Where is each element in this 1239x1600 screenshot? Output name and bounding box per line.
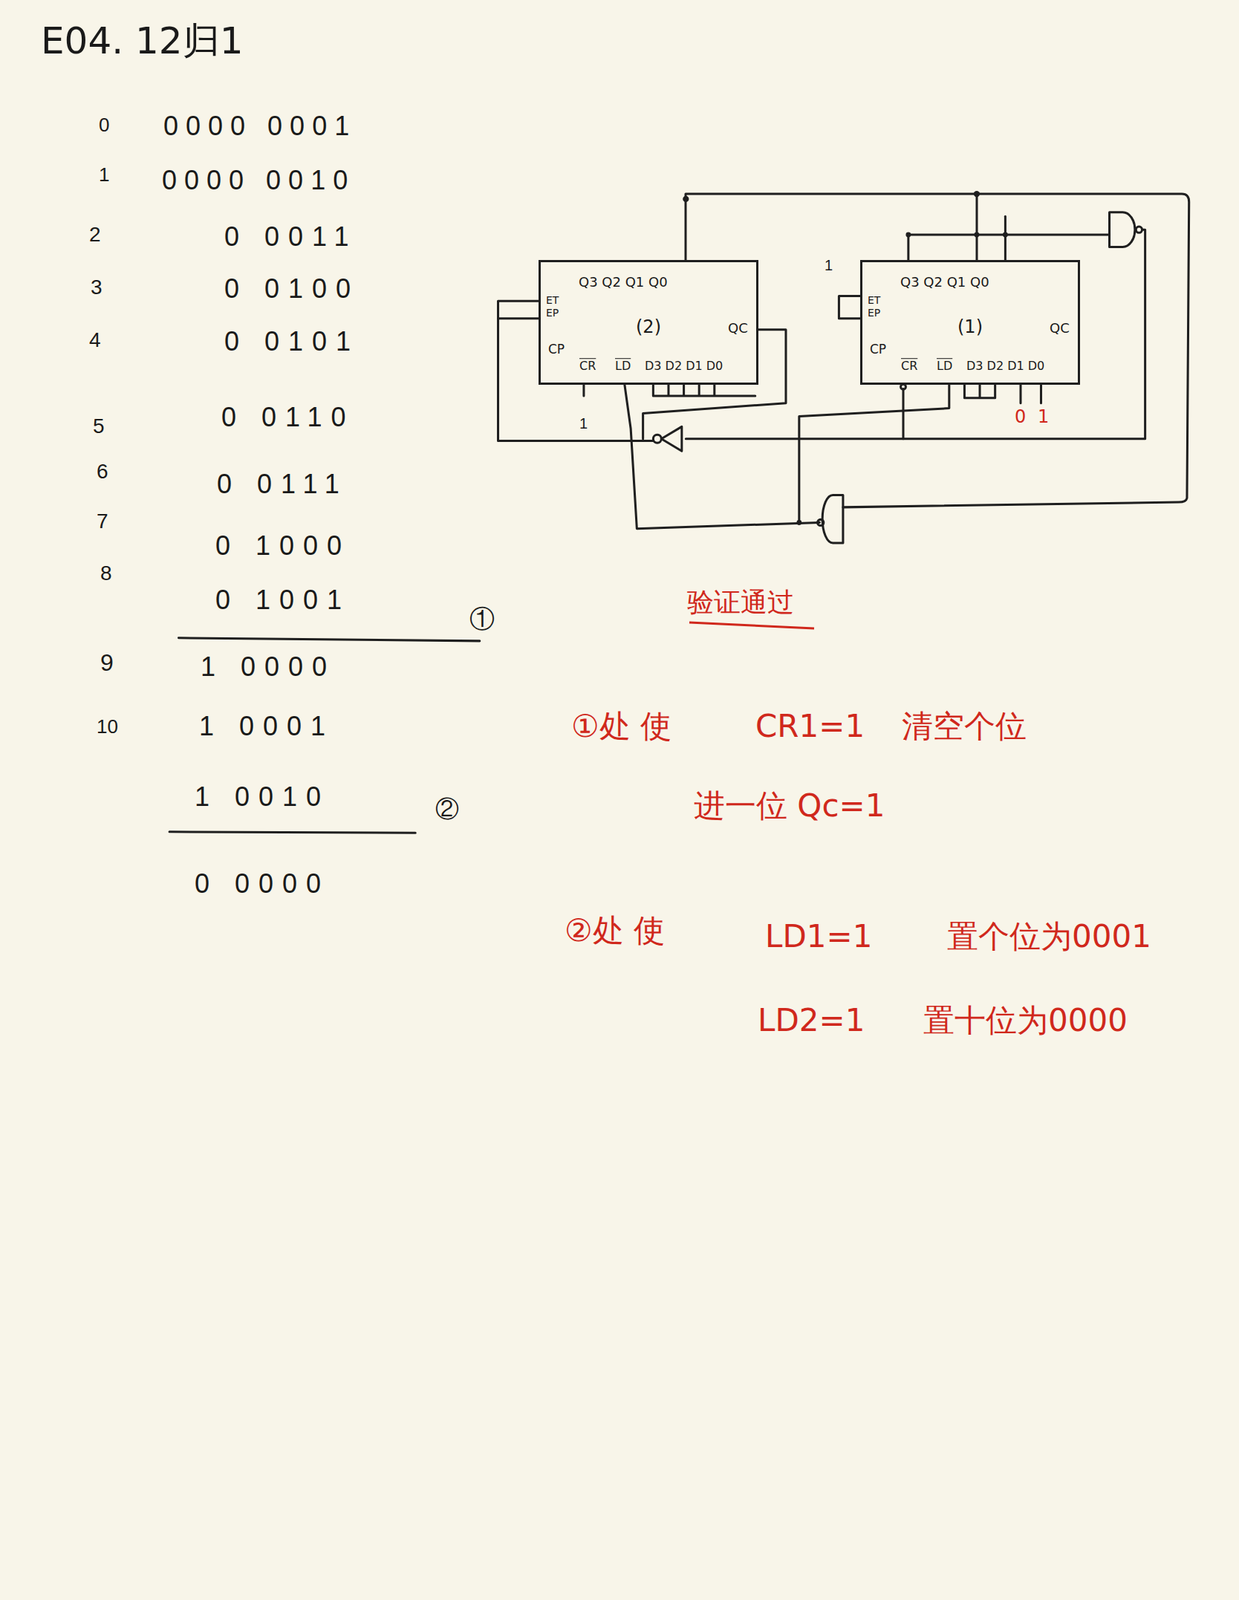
- table-cell: 1 0010: [194, 782, 330, 812]
- note: 进一位 Qc=1: [693, 788, 885, 824]
- wire: [624, 384, 820, 529]
- table-cell: 1: [98, 164, 110, 186]
- wire: [652, 384, 755, 396]
- wire: [901, 388, 904, 439]
- underline: [689, 622, 815, 629]
- wire: [1004, 216, 1007, 260]
- junction-dot: [905, 232, 911, 238]
- note: LD1=1: [765, 919, 873, 954]
- table-cell: 0 0110: [221, 402, 355, 433]
- note: 置个位为0001: [947, 919, 1152, 954]
- table-cell: 3: [90, 276, 103, 300]
- pin-name: LD: [936, 359, 953, 373]
- pin-name: ET: [545, 294, 559, 307]
- table-cell: 0 0100: [224, 274, 360, 304]
- table-cell: 1 0000: [200, 652, 336, 682]
- note: 置十位为0000: [923, 1003, 1128, 1038]
- signal-value: 1: [579, 415, 588, 432]
- table-cell: 9: [100, 649, 114, 676]
- inversion-bubble: [817, 519, 824, 526]
- table-cell: 0 1000: [215, 531, 351, 561]
- table-cell: 0: [98, 114, 110, 136]
- pin-name: CP: [869, 342, 887, 357]
- table-cell: 1 0001: [199, 711, 335, 742]
- wire: [908, 234, 1110, 260]
- table-cell: 8: [100, 562, 113, 586]
- table-cell: ①: [469, 605, 495, 633]
- table-cell: 0000 0001: [163, 111, 357, 142]
- counter-chip: Q3 Q2 Q1 Q0 ETEP CP (1) QC CR LD D3 D2 D1 D0: [860, 259, 1081, 385]
- inverter: [661, 426, 682, 451]
- note: ①处 使: [571, 709, 672, 744]
- note: 清空个位: [901, 709, 1027, 744]
- table-cell: 0 1001: [215, 585, 351, 616]
- wire: [799, 384, 950, 523]
- chip-number: (2): [635, 317, 662, 337]
- pin-name: D3 D2 D1 D0: [966, 359, 1045, 373]
- table-cell: 0 0011: [224, 222, 358, 252]
- title: E04. 12归1: [40, 20, 243, 62]
- wire: [838, 295, 861, 318]
- pin-name: EP: [545, 307, 559, 319]
- table-cell: 0000 0010: [161, 165, 356, 196]
- table-cell: 7: [96, 510, 109, 534]
- note: CR1=1: [755, 709, 865, 744]
- table-cell: 0 0111: [216, 469, 349, 500]
- pin-name: QC: [727, 320, 749, 336]
- wire: [964, 384, 995, 399]
- wire: [1020, 384, 1041, 404]
- wire: [843, 193, 1190, 508]
- pin-name: CR: [579, 359, 596, 373]
- pin-name: Q3 Q2 Q1 Q0: [578, 274, 668, 290]
- junction-dot: [1002, 232, 1008, 238]
- table-cell: 5: [92, 415, 105, 439]
- pin-name: CP: [548, 342, 565, 357]
- nand-gate: [1109, 212, 1136, 248]
- pin-name: CR: [901, 359, 918, 373]
- pin-name: QC: [1049, 320, 1070, 336]
- separator-line: [169, 831, 416, 833]
- nand-gate: [822, 494, 844, 543]
- table-cell: ②: [435, 796, 460, 823]
- connector-wire: [685, 193, 977, 260]
- junction-dot: [796, 519, 802, 526]
- pin-name: Q3 Q2 Q1 Q0: [900, 274, 990, 290]
- table-cell: 6: [96, 460, 109, 484]
- wire: [582, 384, 585, 396]
- pin-name: EP: [867, 307, 881, 319]
- inversion-bubble: [652, 434, 662, 443]
- pin-name: LD: [615, 359, 631, 373]
- table-cell: 10: [96, 716, 119, 738]
- note: 0 1: [1014, 407, 1052, 427]
- wire: [498, 317, 540, 320]
- table-cell: 0 0101: [224, 326, 360, 357]
- note: 验证通过: [687, 587, 795, 618]
- wire-group: [169, 193, 1190, 833]
- table-cell: 0 0000: [194, 869, 330, 899]
- pin-name: ET: [867, 294, 881, 307]
- note: LD2=1: [757, 1003, 865, 1038]
- counter-chip: Q3 Q2 Q1 Q0 ETEP CP (2) QC CR LD D3 D2 D1 D0: [538, 259, 759, 385]
- signal-value: 1: [824, 257, 833, 274]
- table-cell: 4: [89, 329, 102, 353]
- separator-line: [178, 638, 480, 642]
- pin-name: D3 D2 D1 D0: [644, 359, 723, 373]
- note: ②处 使: [564, 913, 665, 948]
- inversion-bubble: [901, 384, 907, 390]
- chip-number: (1): [957, 317, 983, 337]
- table-cell: 2: [89, 223, 102, 247]
